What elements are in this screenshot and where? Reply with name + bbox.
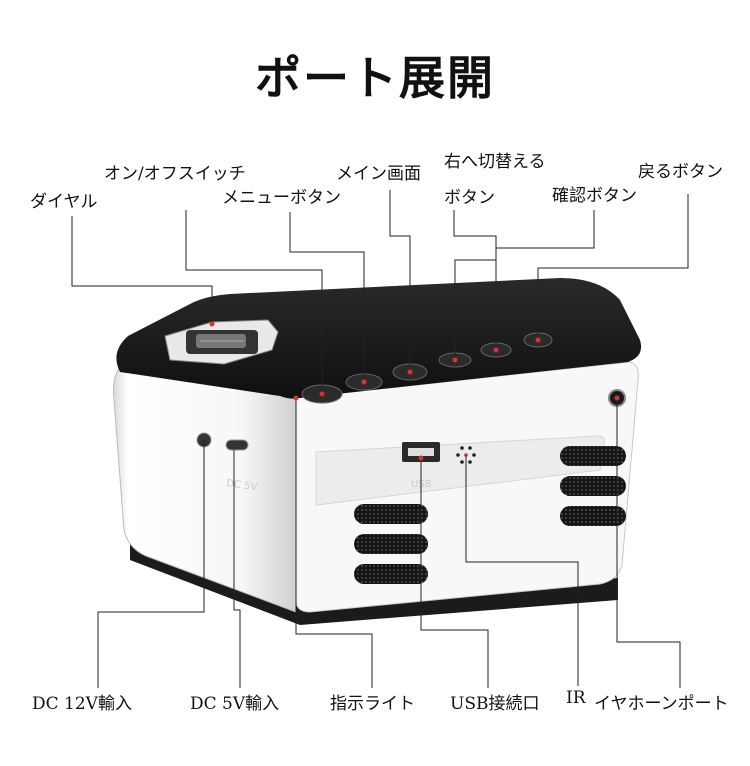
label-earphone: イヤホーンポート bbox=[594, 694, 729, 714]
label-usb: USB接続口 bbox=[450, 694, 540, 714]
device-body: DC 5V USB bbox=[113, 278, 642, 613]
dc5v-port bbox=[225, 439, 249, 451]
lens-block bbox=[164, 319, 279, 365]
label-ir: IR bbox=[566, 688, 586, 708]
label-menu-button: メニューボタン bbox=[222, 188, 341, 208]
label-confirm-button: 確認ボタン bbox=[552, 186, 637, 206]
label-back-button: 戻るボタン bbox=[638, 162, 723, 182]
target-dots bbox=[209, 321, 620, 461]
ir-window bbox=[456, 446, 476, 464]
label-dial: ダイヤル bbox=[30, 192, 98, 212]
label-power-switch: オン/オフスイッチ bbox=[104, 164, 246, 184]
label-main-screen: メイン画面 bbox=[336, 164, 421, 184]
page-title: ポート展開 bbox=[255, 51, 495, 105]
leader-lines-bottom bbox=[97, 398, 681, 688]
label-switch-right-line2: ボタン bbox=[444, 188, 495, 208]
device-base bbox=[130, 540, 618, 625]
usb-port bbox=[402, 442, 440, 462]
vents-right bbox=[560, 446, 626, 526]
leader-lines-top bbox=[71, 190, 689, 394]
label-switch-right-line1: 右へ切替える bbox=[444, 152, 546, 172]
label-indicator: 指示ライト bbox=[330, 694, 415, 714]
vents-left bbox=[354, 504, 428, 584]
label-dc5v: DC 5V輸入 bbox=[190, 694, 280, 714]
label-dc12v: DC 12V輸入 bbox=[32, 694, 132, 714]
